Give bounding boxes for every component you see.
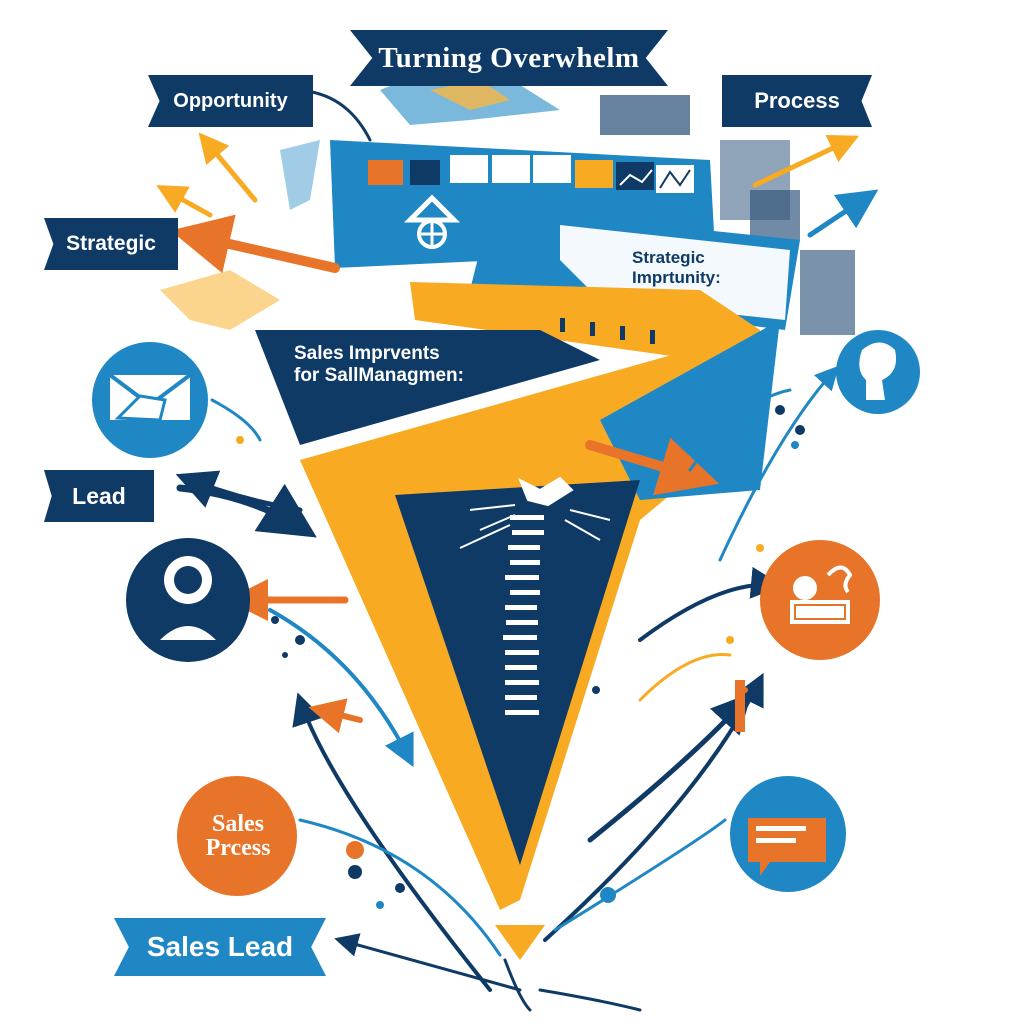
funnel-blue-right <box>600 320 780 500</box>
basket-icon <box>760 540 880 660</box>
process-banner: Process <box>722 75 872 127</box>
sales-lead-banner: Sales Lead <box>114 918 326 976</box>
sales-improvements-line-1: Sales Imprvents <box>294 343 440 364</box>
yellow-band-ticks <box>560 318 655 344</box>
splatter-decoration <box>160 70 855 335</box>
scatter-dots <box>236 405 805 909</box>
orange-marker <box>735 680 745 732</box>
envelope-hand-icon <box>92 342 208 458</box>
funnel-inner-navy <box>395 480 640 865</box>
sales-improvements-label: Sales Imprvents for SallManagmen: <box>294 343 464 387</box>
sales-process-line-1: Sales <box>211 811 264 837</box>
sales-improvements-line-2: for SallManagmen: <box>294 365 464 386</box>
head-profile-icon <box>836 330 920 414</box>
sales-process-label: Sales Prcess <box>188 812 288 860</box>
yellow-band <box>410 282 760 360</box>
opportunity-banner: Opportunity <box>148 75 313 127</box>
fist-icon <box>459 476 611 549</box>
striped-column <box>503 515 544 715</box>
person-icon <box>126 538 250 662</box>
strategic-improvement-line-2: Imprtunity: <box>632 268 721 287</box>
connector-arrows <box>156 90 879 1012</box>
lead-banner: Lead <box>44 470 154 522</box>
sales-improvements-panel <box>255 330 600 445</box>
funnel-yellow-left <box>300 440 520 905</box>
strategic-banner: Strategic <box>44 218 178 270</box>
chat-bubble-icon <box>730 776 846 892</box>
mini-chart-strip <box>368 155 694 193</box>
funnel-tip <box>495 925 545 960</box>
strategic-improvement-line-1: Strategic <box>632 248 705 267</box>
title-banner: Turning Overwhelm <box>350 30 668 86</box>
strategic-improvement-label: Strategic Imprtunity: <box>632 248 721 288</box>
sales-process-circle <box>177 776 297 896</box>
sales-process-line-2: Prcess <box>205 835 271 861</box>
house-icon <box>403 194 461 249</box>
